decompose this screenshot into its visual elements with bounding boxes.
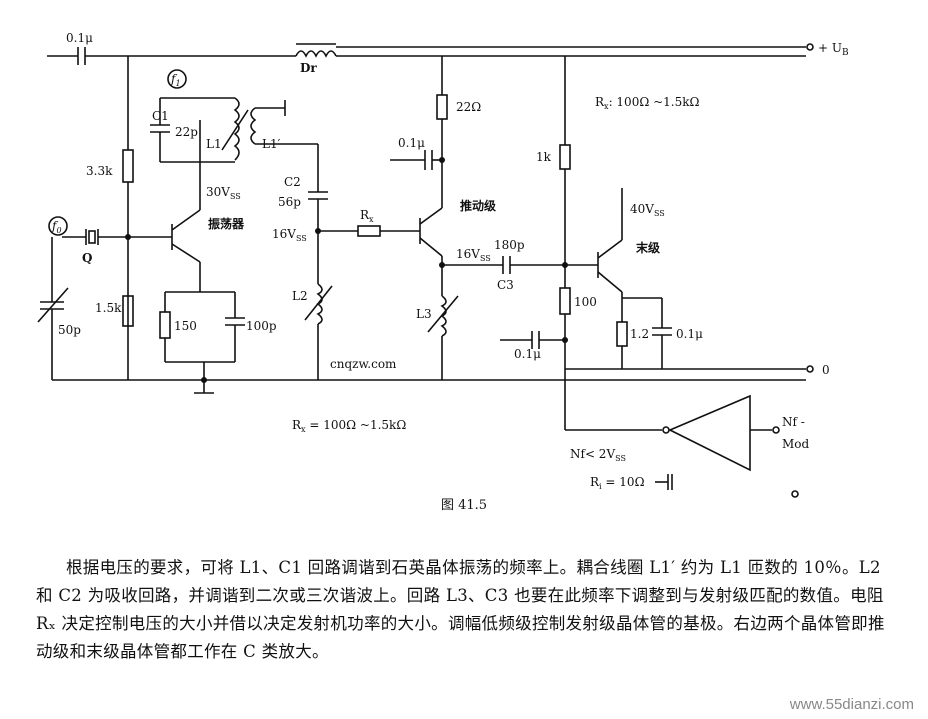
label-v16a: 16VSS bbox=[272, 227, 307, 243]
label-v40: 40VSS bbox=[630, 202, 665, 218]
label-ground: 0 bbox=[822, 363, 830, 377]
label-c2-val: 56p bbox=[278, 195, 301, 209]
label-r-100: 100 bbox=[574, 295, 597, 309]
label-f0: f0 bbox=[51, 219, 62, 235]
label-c1: C1 bbox=[152, 109, 169, 123]
label-l1p: L1′ bbox=[262, 137, 281, 151]
label-v16b: 16VSS bbox=[456, 247, 491, 263]
label-l3: L3 bbox=[416, 307, 432, 321]
label-rx-range-top: Rx: 100Ω ~1.5kΩ bbox=[595, 95, 699, 111]
label-c-01b: 0.1μ bbox=[514, 347, 541, 361]
label-choke: Dr bbox=[300, 61, 317, 75]
label-l1: L1 bbox=[206, 137, 222, 151]
label-r-3k3: 3.3k bbox=[86, 164, 113, 178]
label-c1-val: 22p bbox=[175, 125, 198, 139]
label-r-12: 1.2 bbox=[630, 327, 649, 341]
label-supply: + UB bbox=[818, 41, 849, 58]
label-nf-mod-2: Mod bbox=[782, 437, 810, 451]
choke-dr bbox=[295, 50, 337, 58]
label-c-50p: 50p bbox=[58, 323, 81, 337]
label-r-1k: 1k bbox=[536, 150, 552, 164]
label-c2: C2 bbox=[284, 175, 301, 189]
modulator-amplifier bbox=[668, 394, 751, 472]
label-c-100p: 100p bbox=[246, 319, 277, 333]
label-r-150: 150 bbox=[174, 319, 197, 333]
label-oscillator: 振荡器 bbox=[208, 216, 245, 231]
label-c3-val: 180p bbox=[494, 238, 525, 252]
label-quartz: Q bbox=[82, 251, 92, 265]
label-r-1k5: 1.5k bbox=[95, 301, 122, 315]
label-rx-range-bottom: Rx = 100Ω ~1.5kΩ bbox=[292, 418, 406, 434]
label-f1: f1 bbox=[170, 72, 181, 88]
faint-watermark: cnqzw.com bbox=[330, 357, 397, 371]
label-cap-in: 0.1μ bbox=[66, 31, 93, 45]
label-nf-condition: Nf< 2VSS bbox=[570, 447, 626, 463]
label-c-01a: 0.1μ bbox=[398, 136, 425, 150]
label-final: 末级 bbox=[636, 240, 660, 255]
circuit-schematic: 0.1μ Dr + UB f1 f0 C1 22p L1 L1′ 3.3k 30… bbox=[37, 31, 849, 498]
figure-caption: 图 41.5 bbox=[440, 498, 488, 513]
supply-terminal bbox=[806, 43, 814, 51]
label-l2: L2 bbox=[292, 289, 308, 303]
label-rx: Rx bbox=[360, 208, 374, 224]
description-paragraph: 根据电压的要求，可将 L1、C1 回路调谐到石英晶体振荡的频率上。耦合线圈 L1… bbox=[36, 558, 885, 661]
label-v30: 30VSS bbox=[206, 185, 241, 201]
label-nf-mod-1: Nf - bbox=[782, 415, 805, 429]
label-r-22: 22Ω bbox=[456, 100, 481, 114]
label-driver: 推动级 bbox=[460, 198, 496, 213]
label-c3: C3 bbox=[497, 278, 514, 292]
label-ri: Ri = 10Ω bbox=[590, 475, 645, 491]
label-c-01c: 0.1μ bbox=[676, 327, 703, 341]
site-watermark: www.55dianzi.com bbox=[789, 696, 914, 713]
